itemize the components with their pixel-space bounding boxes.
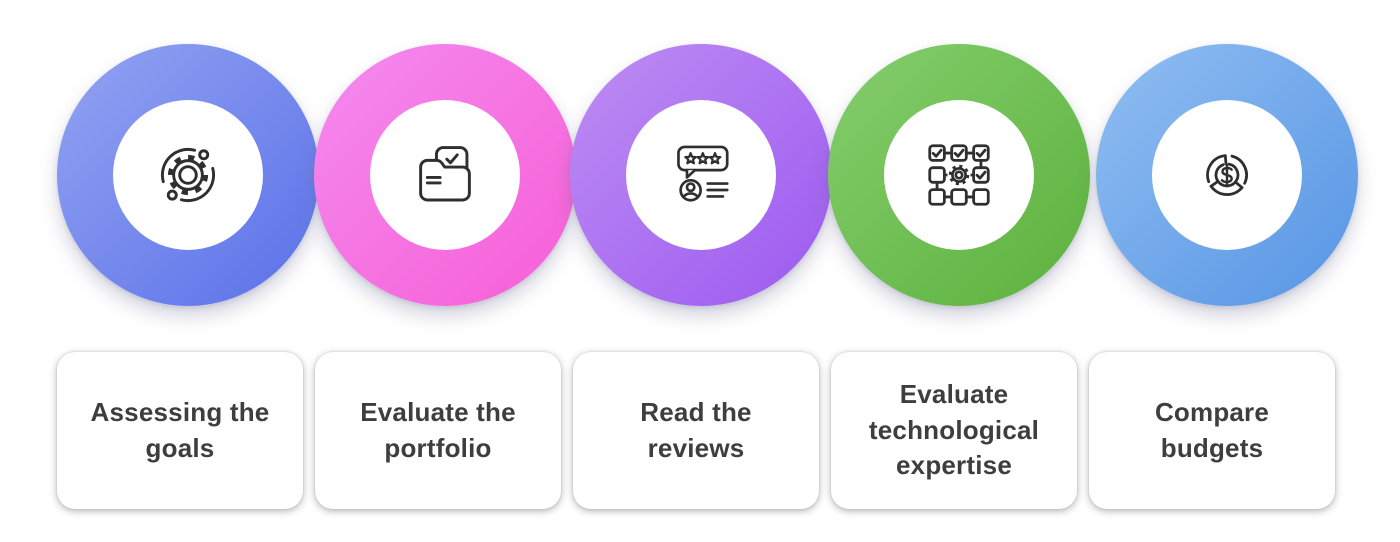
budget-donut-dollar-icon (1206, 154, 1248, 196)
step-card-1: Assessing the goals (57, 352, 303, 509)
step-label: Assessing the goals (90, 396, 270, 463)
step-card-4: Evaluate technological expertise (831, 352, 1077, 509)
step-icon-badge (1152, 100, 1302, 250)
step-icon-badge (370, 100, 520, 250)
step-card-2: Evaluate the portfolio (315, 352, 561, 509)
step-label: Read the reviews (640, 396, 752, 463)
step-label: Compare budgets (1154, 396, 1270, 463)
step-label: Evaluate the portfolio (360, 396, 516, 463)
step-card-5: Compare budgets (1089, 352, 1335, 509)
step-circle-4 (828, 44, 1090, 306)
gear-orbit-icon (160, 147, 216, 203)
step-card-3: Read the reviews (573, 352, 819, 509)
step-circle-3 (570, 44, 832, 306)
workflow-checklist-gear-icon (928, 144, 990, 206)
step-icon-badge (113, 100, 263, 250)
portfolio-folder-check-icon (419, 146, 471, 202)
step-circle-5 (1096, 44, 1358, 306)
step-label: Evaluate technological expertise (868, 378, 1040, 481)
step-circle-1 (57, 44, 319, 306)
step-icon-badge (884, 100, 1034, 250)
customer-review-stars-icon (677, 145, 729, 202)
step-icon-badge (626, 100, 776, 250)
step-circle-2 (314, 44, 576, 306)
